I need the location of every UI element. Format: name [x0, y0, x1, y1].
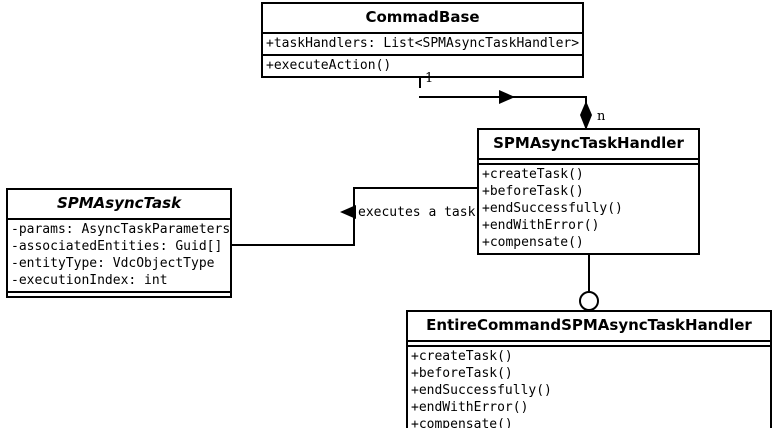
class-operation: +beforeTask() [482, 184, 584, 199]
class-title-spmasynctask: SPMAsyncTask [56, 194, 182, 212]
class-box-entirecommandspmasynctaskhandler[interactable]: EntireCommandSPMAsyncTaskHandler +create… [406, 310, 772, 428]
class-title-spmasynctaskhandler: SPMAsyncTaskHandler [493, 134, 684, 152]
class-operation: +compensate() [482, 235, 584, 250]
realization-circle-icon [579, 291, 599, 311]
composition-source-multiplicity: 1 [425, 71, 434, 86]
class-operation: +beforeTask() [411, 366, 513, 381]
composition-segment-down-to-handler [585, 96, 587, 130]
class-attributes-entirecommandspmasynctaskhandler [408, 340, 770, 345]
class-attributes-spmasynctask: -params: AsyncTaskParameters -associated… [8, 218, 230, 291]
composition-target-multiplicity: n [597, 109, 606, 124]
class-operation: +createTask() [411, 349, 513, 364]
association-segment-vertical [353, 187, 355, 246]
composition-segment-down-from-commandbase [419, 68, 421, 88]
class-operations-commandbase: +executeAction() [263, 54, 582, 76]
class-attribute: -entityType: VdcObjectType [11, 256, 215, 271]
class-operations-spmasynctask [8, 291, 230, 296]
class-attribute: -executionIndex: int [11, 273, 168, 288]
composition-segment-horizontal [419, 96, 587, 98]
class-attributes-commandbase: +taskHandlers: List<SPMAsyncTaskHandler> [263, 32, 582, 54]
class-operation: +createTask() [482, 167, 584, 182]
class-operation: +compensate() [411, 417, 513, 428]
class-attributes-spmasynctaskhandler [479, 158, 698, 163]
class-operation: +executeAction() [266, 58, 392, 73]
class-operations-entirecommandspmasynctaskhandler: +createTask() +beforeTask() +endSuccessf… [408, 345, 770, 428]
class-box-spmasynctask[interactable]: SPMAsyncTask -params: AsyncTaskParameter… [6, 188, 232, 298]
class-box-commandbase[interactable]: CommadBase +taskHandlers: List<SPMAsyncT… [261, 2, 584, 78]
class-operation: +endSuccessfully() [411, 383, 552, 398]
association-segment-to-handler [353, 187, 479, 189]
class-attribute: -associatedEntities: Guid[] [11, 239, 223, 254]
class-title-entirecommandspmasynctaskhandler: EntireCommandSPMAsyncTaskHandler [426, 316, 752, 334]
class-operation: +endWithError() [482, 218, 600, 233]
class-operation: +endSuccessfully() [482, 201, 623, 216]
class-title-commandbase: CommadBase [365, 8, 480, 26]
realization-segment-vertical [588, 246, 590, 294]
class-box-spmasynctaskhandler[interactable]: SPMAsyncTaskHandler +createTask() +befor… [477, 128, 700, 255]
class-attribute: +taskHandlers: List<SPMAsyncTaskHandler> [266, 36, 580, 51]
class-attribute: -params: AsyncTaskParameters [11, 222, 231, 237]
association-label: executes a task [356, 205, 478, 220]
association-segment-from-task [231, 244, 355, 246]
class-operations-spmasynctaskhandler: +createTask() +beforeTask() +endSuccessf… [479, 163, 698, 253]
class-operation: +endWithError() [411, 400, 529, 415]
